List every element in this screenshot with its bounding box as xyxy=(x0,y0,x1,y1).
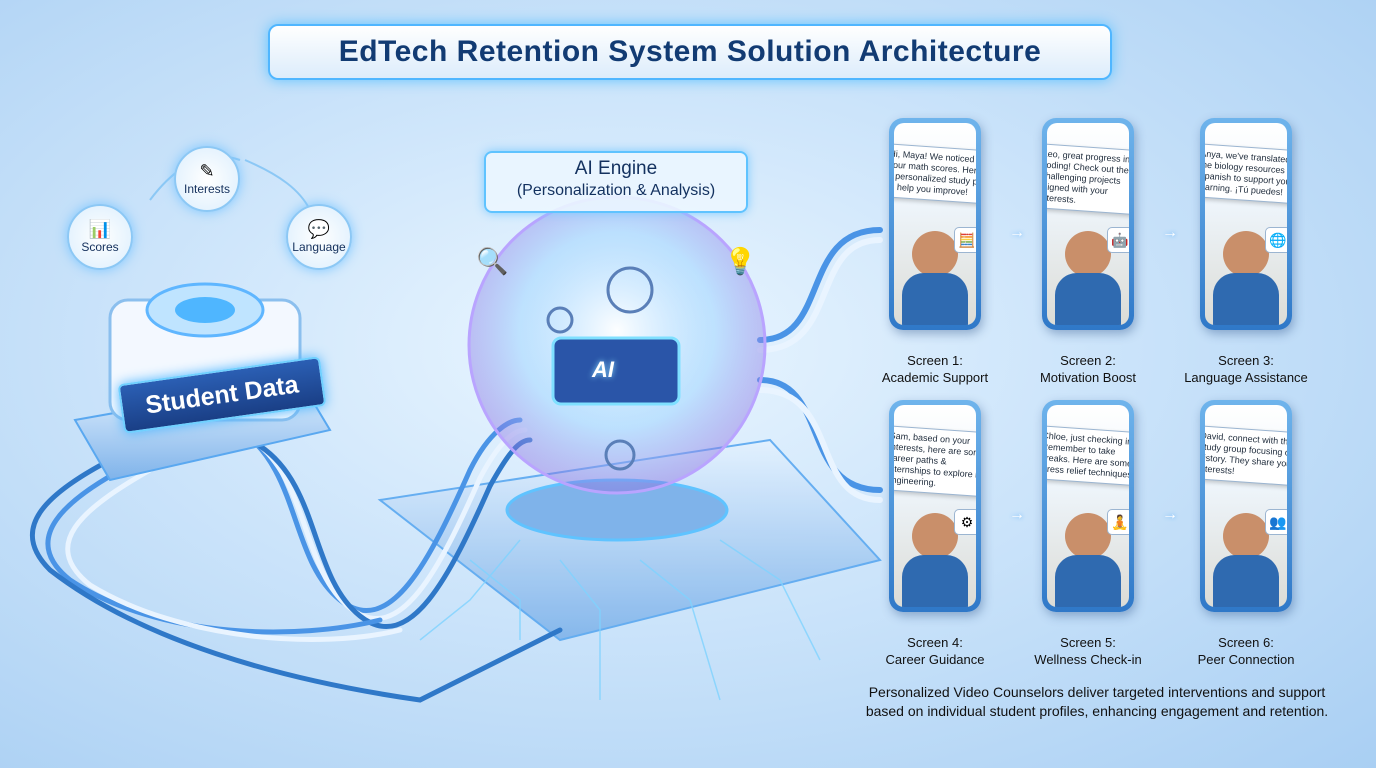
lightbulb-icon: 💡 xyxy=(724,246,757,276)
counselor-phone-3[interactable]: Anya, we've translated the biology resou… xyxy=(1200,118,1292,330)
pencil-icon: ✎ xyxy=(199,161,215,181)
page-title: EdTech Retention System Solution Archite… xyxy=(338,35,1042,68)
language-node: 💬 Language xyxy=(286,204,352,270)
ai-chip-label: AI xyxy=(592,357,614,382)
flow-arrow-icon: → xyxy=(1009,506,1025,523)
ai-chip: AI xyxy=(568,350,638,390)
counselor-body xyxy=(1213,555,1279,607)
calculator-icon: 🧮 xyxy=(954,227,976,253)
screen-number: Screen 2: xyxy=(1060,353,1116,368)
ai-engine-subtitle: (Personalization & Analysis) xyxy=(516,182,716,199)
screen-purpose: Motivation Boost xyxy=(1039,370,1137,385)
footer-caption: Personalized Video Counselors deliver ta… xyxy=(865,684,1329,719)
counselor-avatar xyxy=(1223,231,1269,277)
phone-screen: Sam, based on your interests, here are s… xyxy=(894,405,976,607)
screen-caption-3: Screen 3: Language Assistance xyxy=(1166,352,1326,386)
counselor-avatar xyxy=(912,513,958,559)
ai-engine-label-box: AI Engine (Personalization & Analysis) xyxy=(484,151,748,213)
counselor-phone-6[interactable]: David, connect with this study group foc… xyxy=(1200,400,1292,612)
flow-arrow-icon: → xyxy=(1162,224,1178,241)
screen-purpose: Career Guidance xyxy=(885,652,985,667)
counselor-body xyxy=(1055,273,1121,325)
counselor-phone-4[interactable]: Sam, based on your interests, here are s… xyxy=(889,400,981,612)
interests-label: Interests xyxy=(183,182,231,196)
chat-bubble-icon: 💬 xyxy=(307,219,331,239)
magnifier-icon: 🔍 xyxy=(476,246,509,276)
flow-arrow-icon: → xyxy=(1162,506,1178,523)
bar-chart-icon: 📊 xyxy=(88,219,112,239)
scores-label: Scores xyxy=(81,240,119,254)
meditation-icon: 🧘 xyxy=(1107,509,1129,535)
phone-screen: Chloe, just checking in. Remember to tak… xyxy=(1047,405,1129,607)
counselor-message: Leo, great progress in coding! Check out… xyxy=(1047,143,1129,216)
screen-number: Screen 3: xyxy=(1218,353,1274,368)
counselor-body xyxy=(1213,273,1279,325)
engineering-icon: ⚙ xyxy=(954,509,976,535)
counselor-body xyxy=(902,273,968,325)
counselor-phone-5[interactable]: Chloe, just checking in. Remember to tak… xyxy=(1042,400,1134,612)
phone-screen: David, connect with this study group foc… xyxy=(1205,405,1287,607)
screen-number: Screen 5: xyxy=(1060,635,1116,650)
screen-number: Screen 1: xyxy=(907,353,963,368)
counselor-message: Anya, we've translated the biology resou… xyxy=(1205,143,1287,205)
counselor-phone-2[interactable]: Leo, great progress in coding! Check out… xyxy=(1042,118,1134,330)
phone-screen: Hi, Maya! We noticed your math scores. H… xyxy=(894,123,976,325)
screen-caption-4: Screen 4: Career Guidance xyxy=(855,634,1015,668)
counselor-body xyxy=(1055,555,1121,607)
counselor-message: Sam, based on your interests, here are s… xyxy=(894,425,976,498)
counselor-avatar xyxy=(1223,513,1269,559)
screen-purpose: Language Assistance xyxy=(1184,370,1308,385)
robot-icon: 🤖 xyxy=(1107,227,1129,253)
screen-caption-1: Screen 1: Academic Support xyxy=(855,352,1015,386)
title-banner: EdTech Retention System Solution Archite… xyxy=(268,24,1112,80)
counselor-phone-1[interactable]: Hi, Maya! We noticed your math scores. H… xyxy=(889,118,981,330)
counselor-avatar xyxy=(1065,231,1111,277)
flow-arrow-icon: → xyxy=(1009,224,1025,241)
ai-engine-title: AI Engine xyxy=(574,158,658,179)
phone-screen: Leo, great progress in coding! Check out… xyxy=(1047,123,1129,325)
translate-icon: 🌐 xyxy=(1265,227,1287,253)
phone-screen: Anya, we've translated the biology resou… xyxy=(1205,123,1287,325)
language-label: Language xyxy=(292,240,346,254)
screen-caption-2: Screen 2: Motivation Boost xyxy=(1008,352,1168,386)
screen-purpose: Academic Support xyxy=(881,370,989,385)
interests-node: ✎ Interests xyxy=(174,146,240,212)
counselor-body xyxy=(902,555,968,607)
counselor-avatar xyxy=(1065,513,1111,559)
counselor-avatar xyxy=(912,231,958,277)
group-icon: 👥 xyxy=(1265,509,1287,535)
screen-number: Screen 4: xyxy=(907,635,963,650)
counselor-message: Hi, Maya! We noticed your math scores. H… xyxy=(894,143,976,205)
screen-caption-6: Screen 6: Peer Connection xyxy=(1166,634,1326,668)
counselor-message: Chloe, just checking in. Remember to tak… xyxy=(1047,425,1129,487)
scores-node: 📊 Scores xyxy=(67,204,133,270)
screen-number: Screen 6: xyxy=(1218,635,1274,650)
screen-purpose: Peer Connection xyxy=(1197,652,1295,667)
screen-caption-5: Screen 5: Wellness Check-in xyxy=(1008,634,1168,668)
screen-purpose: Wellness Check-in xyxy=(1034,652,1142,667)
counselor-message: David, connect with this study group foc… xyxy=(1205,425,1287,487)
